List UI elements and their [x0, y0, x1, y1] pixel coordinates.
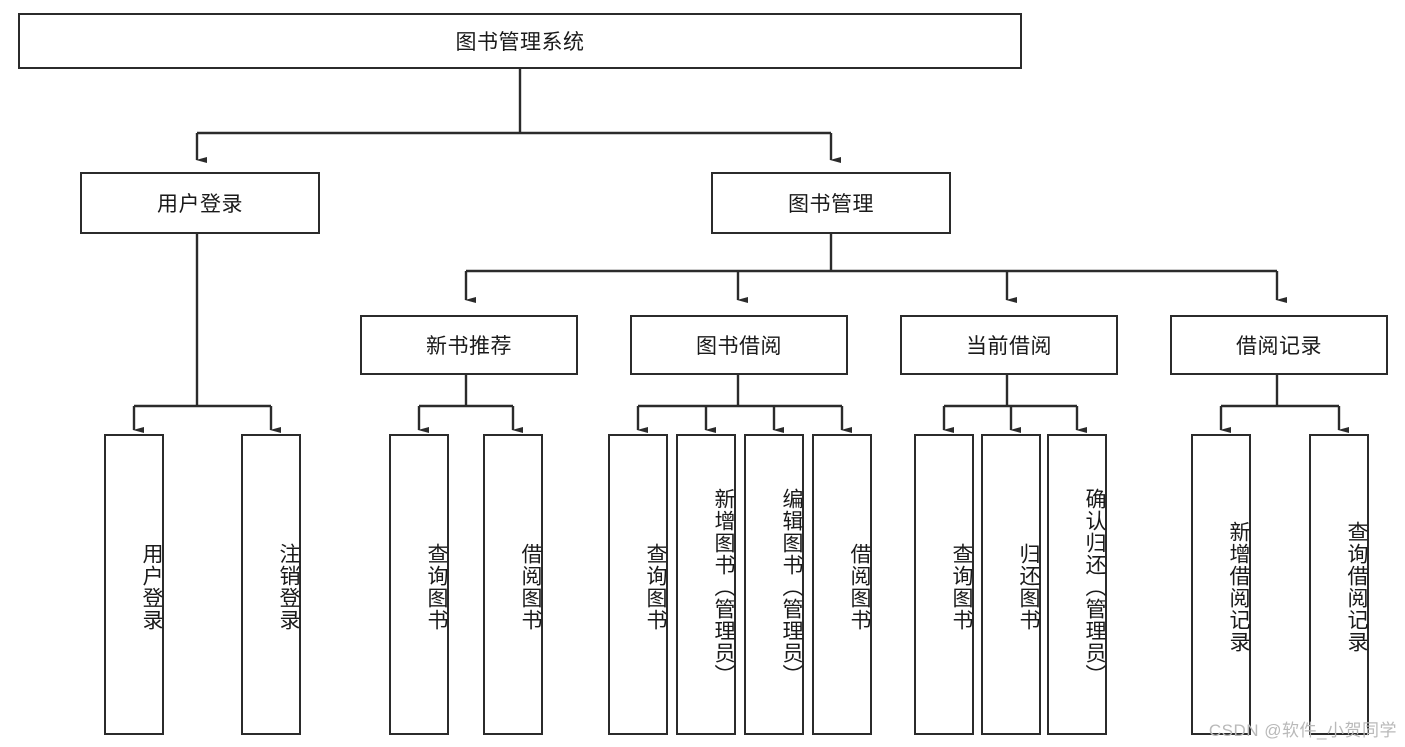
node-leaf-borrow-book-2[interactable]: 借阅图书	[812, 434, 872, 735]
node-user-login[interactable]: 用户登录	[80, 172, 320, 234]
node-leaf-add-record[interactable]: 新增借阅记录	[1191, 434, 1251, 735]
node-leaf-return-book[interactable]: 归还图书	[981, 434, 1041, 735]
watermark-text: CSDN @软件_小贺同学	[1208, 721, 1397, 740]
node-leaf-query-book-2-label: 查询图书	[644, 542, 667, 631]
node-new-book-rec-label: 新书推荐	[426, 335, 512, 358]
node-leaf-user-login[interactable]: 用户登录	[104, 434, 164, 735]
node-leaf-borrow-book-1[interactable]: 借阅图书	[483, 434, 543, 735]
node-book-borrow[interactable]: 图书借阅	[630, 315, 848, 375]
node-leaf-add-record-label: 新增借阅记录	[1227, 520, 1250, 653]
node-leaf-logout[interactable]: 注销登录	[241, 434, 301, 735]
node-leaf-user-login-label: 用户登录	[140, 542, 163, 631]
node-leaf-query-book-1-label: 查询图书	[425, 542, 448, 631]
node-current-borrow[interactable]: 当前借阅	[900, 315, 1118, 375]
node-new-book-rec[interactable]: 新书推荐	[360, 315, 578, 375]
node-leaf-borrow-book-1-label: 借阅图书	[519, 542, 542, 631]
node-leaf-query-book-1[interactable]: 查询图书	[389, 434, 449, 735]
node-borrow-record[interactable]: 借阅记录	[1170, 315, 1388, 375]
node-leaf-edit-book[interactable]: 编辑图书（管理员）	[744, 434, 804, 735]
node-leaf-confirm-return-label: 确认归还（管理员）	[1083, 487, 1106, 686]
node-leaf-query-book-3[interactable]: 查询图书	[914, 434, 974, 735]
node-root[interactable]: 图书管理系统	[18, 13, 1022, 69]
node-leaf-borrow-book-2-label: 借阅图书	[848, 542, 871, 631]
node-leaf-add-book[interactable]: 新增图书（管理员）	[676, 434, 736, 735]
node-leaf-confirm-return[interactable]: 确认归还（管理员）	[1047, 434, 1107, 735]
node-user-login-label: 用户登录	[157, 193, 243, 216]
node-current-borrow-label: 当前借阅	[966, 335, 1052, 358]
node-leaf-query-record[interactable]: 查询借阅记录	[1309, 434, 1369, 735]
node-leaf-logout-label: 注销登录	[277, 542, 300, 631]
node-borrow-record-label: 借阅记录	[1236, 335, 1322, 358]
node-leaf-query-book-2[interactable]: 查询图书	[608, 434, 668, 735]
node-book-manage[interactable]: 图书管理	[711, 172, 951, 234]
node-leaf-query-record-label: 查询借阅记录	[1345, 520, 1368, 653]
node-leaf-query-book-3-label: 查询图书	[950, 542, 973, 631]
node-root-label: 图书管理系统	[455, 31, 585, 54]
node-leaf-add-book-label: 新增图书（管理员）	[712, 487, 735, 686]
node-book-borrow-label: 图书借阅	[696, 335, 782, 358]
node-leaf-edit-book-label: 编辑图书（管理员）	[780, 487, 803, 686]
node-leaf-return-book-label: 归还图书	[1017, 542, 1040, 631]
node-book-manage-label: 图书管理	[788, 193, 874, 216]
